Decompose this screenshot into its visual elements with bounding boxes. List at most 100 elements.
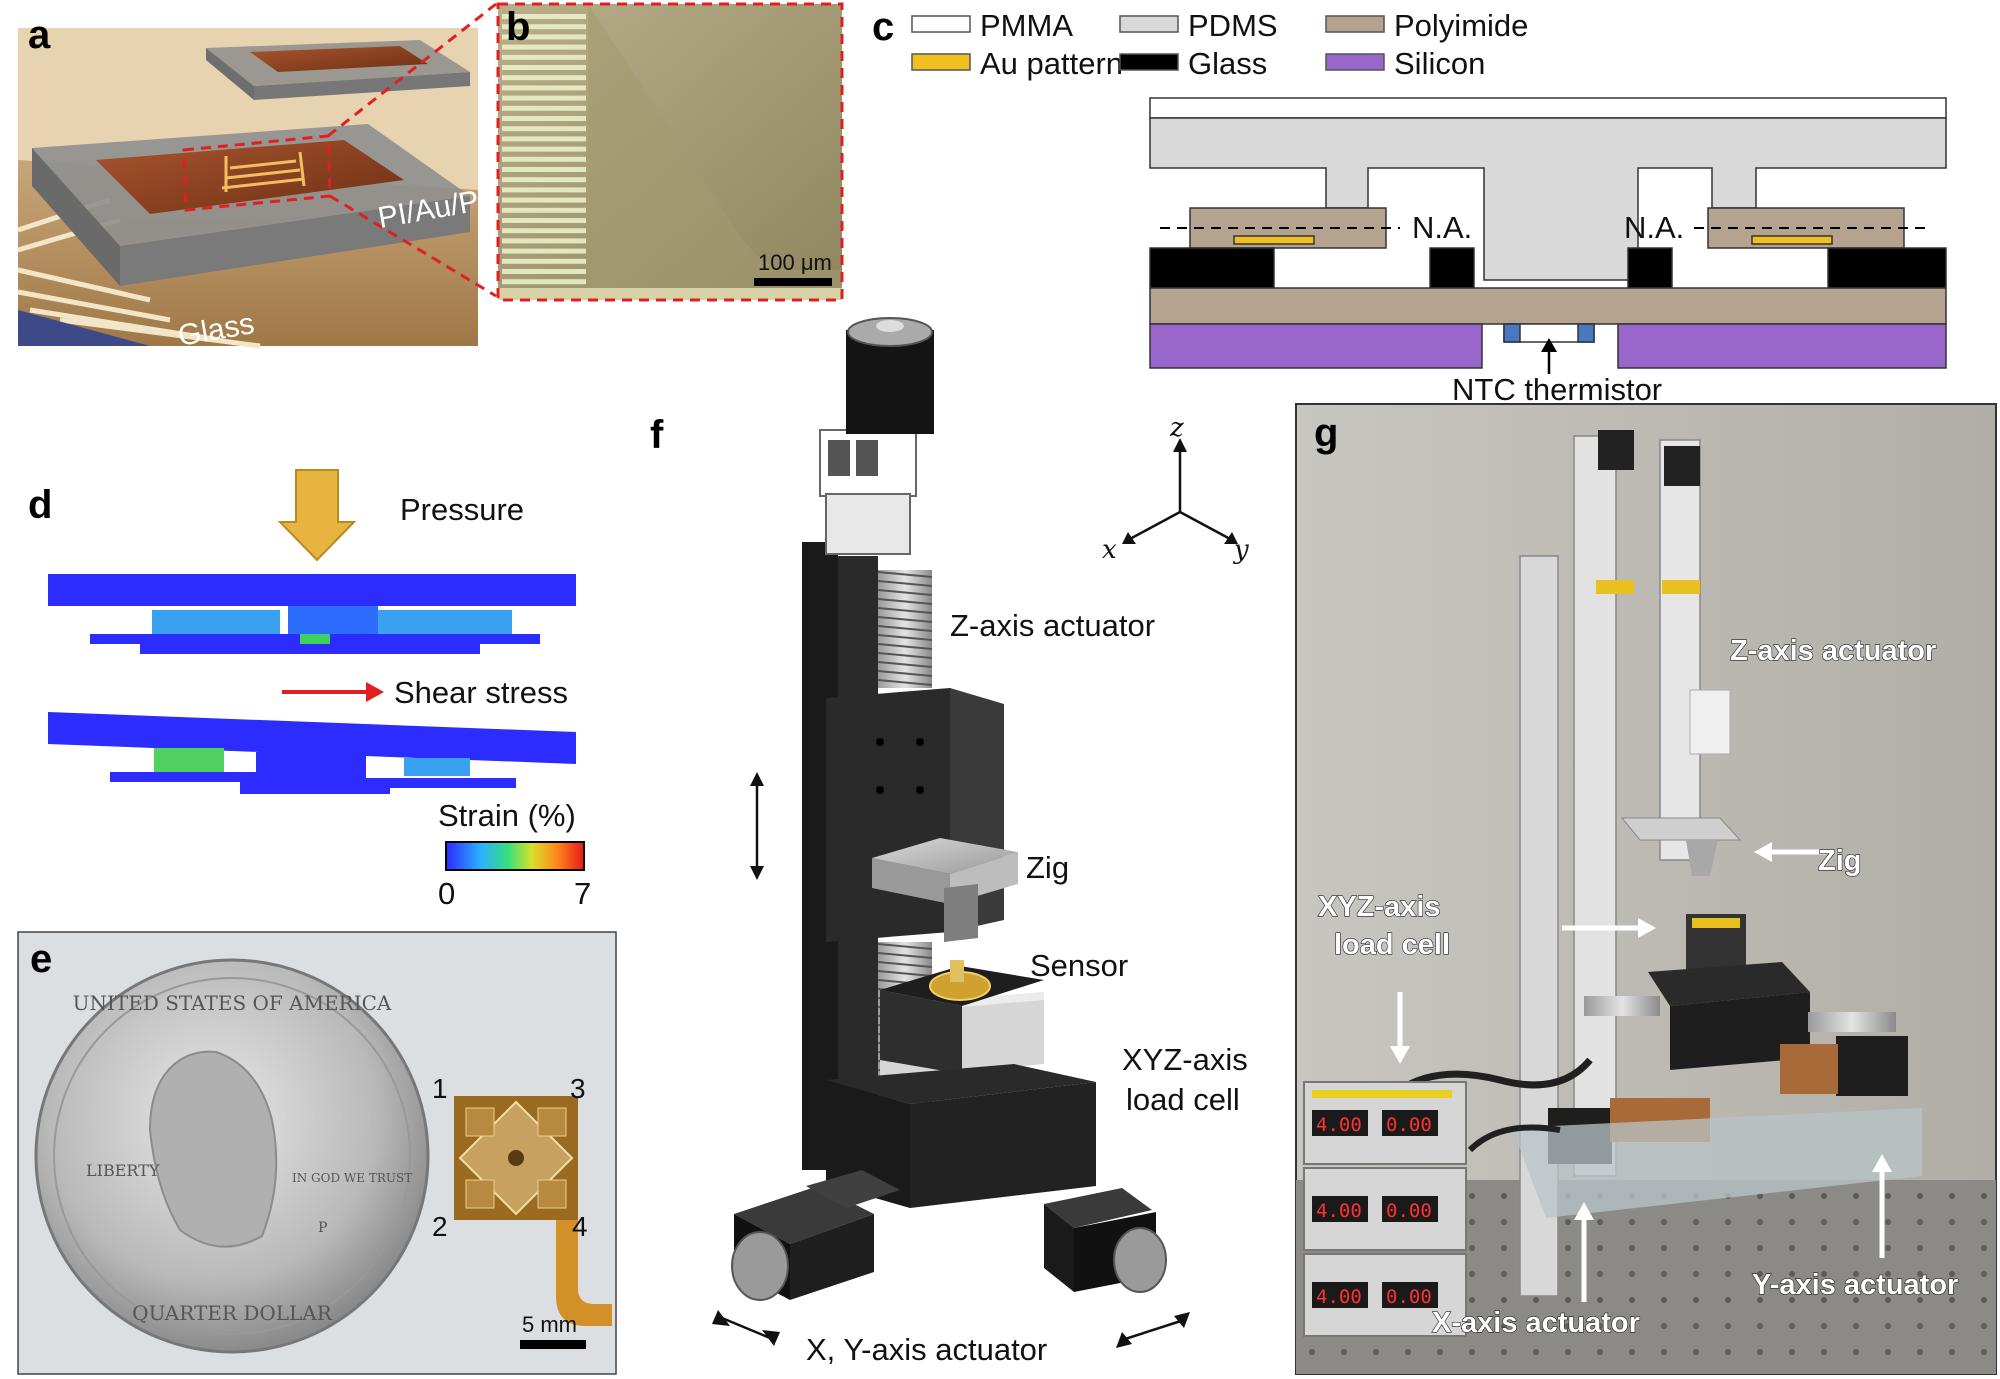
coin-text-god: IN GOD WE TRUST: [292, 1171, 412, 1185]
table-hole: [1533, 1323, 1539, 1329]
screw-thread: [877, 961, 933, 968]
table-hole: [1853, 1245, 1859, 1251]
table-hole: [1469, 1193, 1475, 1199]
panel-f: f z x y: [650, 317, 1249, 1367]
electrode-finger: [502, 156, 586, 162]
table-hole: [1949, 1193, 1955, 1199]
axis-z-label: z: [1169, 413, 1184, 443]
table-hole: [1661, 1323, 1667, 1329]
table-hole: [1501, 1193, 1507, 1199]
base-top: [826, 1064, 1096, 1104]
table-hole: [1565, 1349, 1571, 1355]
table-hole: [1981, 1245, 1987, 1251]
table-hole: [1501, 1323, 1507, 1329]
table-hole: [1789, 1297, 1795, 1303]
cs-pmma-top: [1149, 97, 1947, 119]
screw-thread: [877, 970, 933, 977]
table-hole: [1629, 1271, 1635, 1277]
photo-indicators: 4.00 0.00 4.00 0.00 4.00 0.00: [1303, 1081, 1467, 1337]
table-hole: [1789, 1193, 1795, 1199]
electrode-finger: [502, 116, 586, 121]
frame-rail-right: [1659, 439, 1701, 861]
table-hole: [1853, 1219, 1859, 1225]
screw-thread: [877, 616, 933, 623]
table-hole: [1757, 1245, 1763, 1251]
photo-zig: [1620, 817, 1742, 841]
photo-xyz-stage: [1648, 962, 1810, 1006]
legend-label-au: Au pattern: [980, 46, 1123, 81]
table-hole: [1597, 1297, 1603, 1303]
panel-c: c PMMA PDMS Polyimide Au pattern Glass S…: [872, 5, 1947, 407]
table-hole: [1757, 1349, 1763, 1355]
table-hole: [1821, 1219, 1827, 1225]
table-hole: [1757, 1193, 1763, 1199]
panel-f-z-actuator-label: Z-axis actuator: [950, 608, 1155, 643]
electrode-finger: [502, 279, 586, 285]
table-hole: [1757, 1219, 1763, 1225]
panel-g-z-actuator-label: Z-axis actuator: [1730, 635, 1936, 667]
screw-thread: [877, 952, 933, 959]
table-hole: [1469, 1219, 1475, 1225]
table-hole: [1981, 1323, 1987, 1329]
cs-thermistor-label: NTC thermistor: [1452, 372, 1662, 407]
table-hole: [1597, 1219, 1603, 1225]
table-hole: [1565, 1245, 1571, 1251]
frame-rail-mid: [1573, 435, 1617, 1177]
axis-triad: [1127, 446, 1233, 542]
panel-b-border: [496, 2, 844, 302]
electrode-finger: [502, 34, 586, 40]
panel-d-colorbar: [445, 841, 585, 871]
screw-thread: [877, 634, 933, 641]
table-hole: [1981, 1297, 1987, 1303]
table-hole: [1565, 1271, 1571, 1277]
panel-b-pad: [588, 4, 842, 288]
cs-na-label-right: N.A.: [1624, 210, 1684, 245]
display-value-2: 0.00: [1386, 1114, 1432, 1136]
panel-e-scale-bar: [520, 1340, 586, 1349]
z-leadscrew-threads: [877, 571, 933, 686]
electrode-finger: [502, 187, 586, 193]
cs-glass-inner-right: [1627, 247, 1673, 289]
panel-b-scale-label: 100 μm: [758, 250, 832, 275]
table-hole: [1917, 1349, 1923, 1355]
table-hole: [1373, 1349, 1379, 1355]
table-hole: [1629, 1323, 1635, 1329]
table-hole: [1981, 1271, 1987, 1277]
panel-a-silicon-strip: [18, 310, 150, 346]
cs-glass-inner-left: [1429, 247, 1475, 289]
table-hole: [1917, 1245, 1923, 1251]
table-hole: [1661, 1219, 1667, 1225]
photo-micrometer-left: [1584, 996, 1660, 1016]
table-hole: [1885, 1219, 1891, 1225]
table-hole: [1661, 1271, 1667, 1277]
coin-text-bottom: QUARTER DOLLAR: [132, 1301, 333, 1325]
legend-swatch-au: [911, 53, 971, 71]
panel-a-au-interdigitated: [221, 151, 306, 192]
electrode-finger: [502, 126, 586, 132]
table-hole: [1981, 1219, 1987, 1225]
panel-b: 100 μm b: [496, 2, 844, 302]
panel-d-shear-label: Shear stress: [394, 675, 568, 710]
table-hole: [1917, 1219, 1923, 1225]
panel-g-x-actuator-label: X-axis actuator: [1432, 1307, 1640, 1339]
table-hole: [1501, 1271, 1507, 1277]
cs-au-left: [1233, 235, 1315, 245]
table-hole: [1789, 1271, 1795, 1277]
sensor-number-2: 2: [432, 1211, 448, 1242]
table-hole: [1341, 1349, 1347, 1355]
panel-b-electrode-fingers: [502, 14, 586, 285]
panel-d-colorbar-max: 7: [574, 876, 591, 911]
table-hole: [1789, 1349, 1795, 1355]
zig-tip: [944, 884, 978, 942]
electrode-finger: [502, 258, 586, 264]
electrode-finger: [502, 54, 586, 60]
table-hole: [1501, 1297, 1507, 1303]
table-hole: [1469, 1297, 1475, 1303]
panel-f-letter: f: [650, 413, 664, 457]
legend-swatch-pdms: [1119, 15, 1179, 33]
table-hole: [1629, 1219, 1635, 1225]
table-hole: [1917, 1323, 1923, 1329]
z-motor: [846, 330, 934, 434]
table-hole: [1533, 1349, 1539, 1355]
